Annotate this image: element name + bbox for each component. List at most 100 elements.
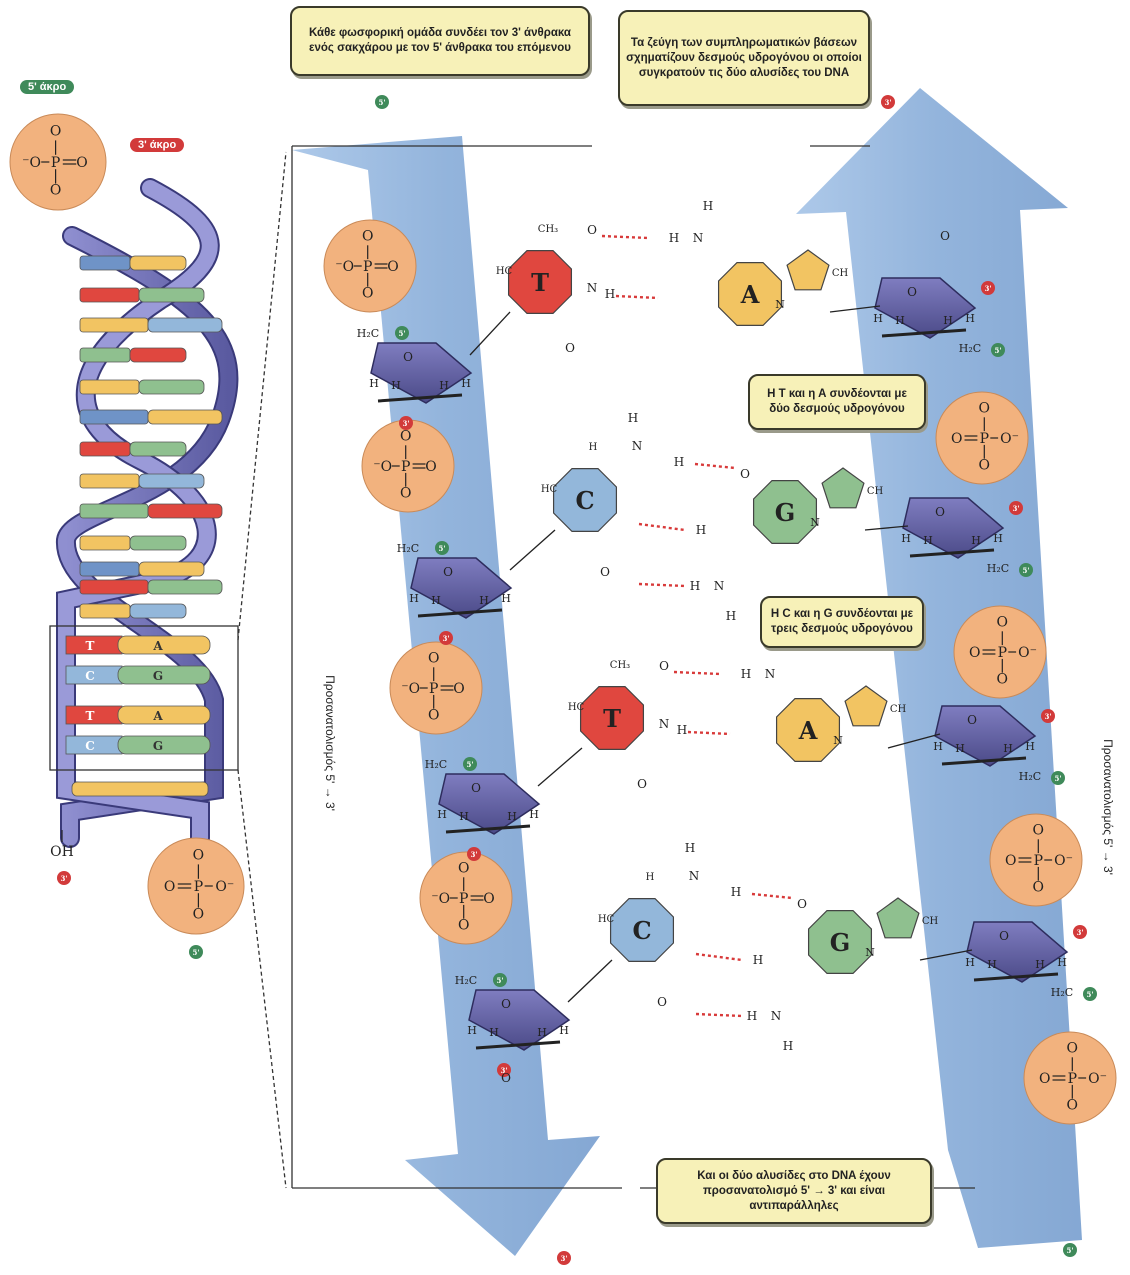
callout-base-pairs: Τα ζεύγη των συμπληρωματικών βάσεων σχημ… [618,10,870,106]
prime-badge-label: 5' [192,948,199,957]
atom-label: O [50,124,61,140]
atom-label: O [1039,1071,1050,1087]
atom-label: CH [922,916,939,927]
atom-label: N [771,1009,782,1023]
atom-label: O [657,995,667,1009]
atom-label: H₂C [1019,770,1041,783]
atom-label: O [501,997,511,1011]
phosphate-group: ⁻OPOOO [362,420,454,512]
atom-label: O [587,223,597,237]
nucleobase-G: G [809,911,872,974]
helix-base-right [118,736,210,754]
atom-label: P [980,431,989,447]
atom-label: H [1057,956,1067,969]
base-letter: T [603,704,621,733]
atom-label: ⁻O [335,259,354,275]
atom-label: ⁻O [401,681,420,697]
nucleobase-T: T [581,687,644,750]
atom-label: HC [496,266,513,277]
atom-label: H [391,379,401,392]
atom-label: CH [890,704,907,715]
atom-label: H [409,592,419,605]
atom-label: H [726,609,736,623]
atom-label: N [632,439,643,453]
rung-left [80,562,139,576]
atom-label: H [669,231,679,245]
atom-label: O [1067,1041,1078,1057]
atom-label: H [437,808,447,821]
rung-right [130,256,186,270]
rung-right [148,318,222,332]
atom-label: HC [598,914,615,925]
prime-badge-label: 3' [984,284,991,293]
atom-label: H [753,953,763,967]
atom-label: H [489,1026,499,1039]
phosphate-group: OPO⁻OO [936,392,1028,484]
atom-label: CH₃ [538,224,558,235]
left-orientation-label: Προσανατολισμός 5' → 3' [323,675,337,811]
atom-label: H [507,810,517,823]
atom-label: H [965,312,975,325]
atom-label: O [458,861,469,877]
rung-right [139,380,204,394]
atom-label: H [1035,958,1045,971]
atom-label: P [998,645,1007,661]
atom-label: H [703,199,713,213]
imidazole-ring [787,250,829,290]
rung-left [80,410,148,424]
phosphate-group: OPO⁻OO [990,814,1082,906]
atom-label: H [1025,740,1035,753]
atom-label: O [967,713,977,727]
atom-label: O [400,485,411,501]
rung-left [80,348,130,362]
atom-label: H [1003,742,1013,755]
atom-label: HC [541,484,558,495]
helix-base-right [118,636,210,654]
hydrogen-bond [696,1014,742,1016]
atom-label: N [810,516,820,529]
glycosidic-bond [538,748,582,786]
atom-label: O [428,651,439,667]
atom-label: P [429,681,438,697]
atom-label: H [559,1024,569,1037]
atom-label: P [363,259,372,275]
atom-label: H₂C [1051,986,1073,999]
right-orientation-label: Προσανατολισμός 5' → 3' [1101,739,1115,875]
atom-label: H [646,872,655,883]
callout-cg-bonds: Η C και η G συνδέονται με τρεις δεσμούς … [760,596,924,648]
atom-label: H [933,740,943,753]
atom-label: H [537,1026,547,1039]
prime-badge-label: 3' [442,634,449,643]
prime-badge-label: 5' [398,329,405,338]
atom-label: H₂C [455,974,477,987]
atom-label: O [1067,1097,1078,1113]
prime-badge-label: 5' [994,346,1001,355]
atom-label: H [901,532,911,545]
atom-label: H [685,841,695,855]
atom-label: O [951,431,962,447]
rung-left [80,604,130,618]
prime-badge-label: 3' [470,850,477,859]
atom-label: H [943,314,953,327]
atom-label: O [362,229,373,245]
atom-label: O [443,565,453,579]
prime-badge-label: 3' [560,1254,567,1263]
phosphate-group: ⁻OPOOO [324,220,416,312]
atom-label: P [401,459,410,475]
base-letter: C [632,916,651,945]
nucleobase-A: A [719,263,782,326]
rung-left [80,580,148,594]
phosphate-group: ⁻OPOOO [420,852,512,944]
rung-right [130,536,186,550]
helix-base-letter: G [153,669,163,683]
atom-label: H [501,592,511,605]
atom-label: O [999,929,1009,943]
atom-label: H [731,885,741,899]
hydrogen-bond [602,236,648,238]
atom-label: N [865,946,875,959]
atom-label: O [76,155,87,171]
hydrogen-bond [752,894,792,898]
helix-base-right [118,666,210,684]
atom-label: H [459,810,469,823]
